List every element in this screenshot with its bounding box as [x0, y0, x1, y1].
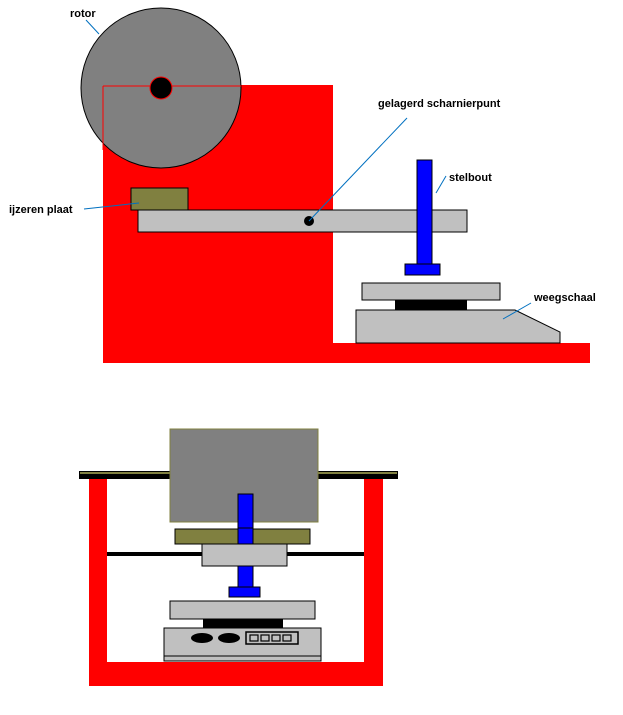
front-scale-top-plate — [169, 600, 316, 620]
front-bolt-foot — [228, 586, 261, 598]
label-rotor: rotor — [70, 8, 96, 20]
adjusting-bolt-foot — [404, 263, 441, 276]
rotor-axle-icon — [149, 76, 173, 100]
iron-plate — [130, 187, 189, 211]
side-view: rotor gelagerd scharnierpunt stelbout ij… — [9, 7, 596, 363]
scale-spacer — [395, 300, 467, 310]
adjusting-bolt-shaft — [416, 159, 433, 265]
front-frame-left-post — [89, 476, 107, 686]
lever-beam — [137, 209, 468, 233]
scale-button-right — [218, 633, 240, 643]
leader-scale — [502, 302, 532, 320]
scale-display-icon — [245, 631, 299, 645]
label-pivot: gelagerd scharnierpunt — [378, 98, 501, 110]
frame-base — [103, 343, 590, 363]
scale-body — [355, 309, 561, 344]
label-plate: ijzeren plaat — [9, 204, 73, 216]
front-frame-right-post — [364, 476, 383, 686]
label-bolt: stelbout — [449, 172, 492, 184]
leader-bolt — [435, 175, 447, 194]
front-scale-spacer — [203, 619, 283, 628]
label-scale: weegschaal — [533, 292, 596, 304]
front-bolt-through-plate — [237, 527, 254, 546]
front-beam-block — [201, 543, 288, 567]
leader-rotor — [85, 19, 100, 35]
scale-top-plate — [361, 282, 501, 301]
front-view — [79, 428, 398, 686]
leader-pivot — [308, 117, 408, 222]
front-frame-base — [89, 662, 383, 686]
leader-plate — [83, 202, 140, 210]
scale-button-left — [191, 633, 213, 643]
